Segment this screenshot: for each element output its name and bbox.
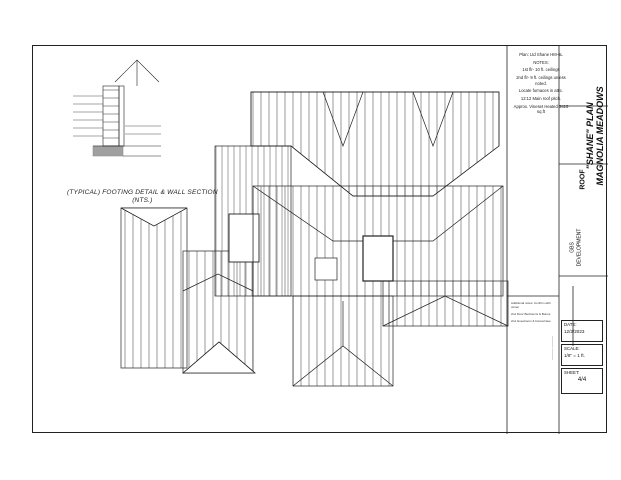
roof-plan [120,91,509,387]
notes-heading: NOTES: [533,59,549,65]
developer-line-2: DEVELOPMENT [576,228,582,267]
small-note-3: 2nd Guestroom & bonus/cave [511,318,551,323]
roof-plan-drawing [73,46,608,434]
drawing-sheet: Plan: Ltd Shane HM-6L NOTES: 1st flr- 10… [32,45,608,434]
detail-caption: (TYPICAL) FOOTING DETAIL & WALL SECTION … [67,189,218,204]
project-title: "SHANE" PLAN MAGNOLIA MEADOWS [585,81,606,191]
sheet-box: SHEET: 4/4 [561,368,603,394]
heated-area-note: Approx. Vineset Heated 3415 sq.ft [513,103,569,115]
sheet-title: ROOF [579,169,587,190]
small-note-1: Additional notes: Confirm with owner [511,301,551,309]
scale-value: 1/8" = 1 ft. [564,353,585,358]
sheet-value: 4/4 [577,377,587,383]
furnace-note: Locate furnaces in attic. [518,88,564,94]
title-block-frame [506,46,608,434]
developer-label: GBS DEVELOPMENT [570,218,583,278]
subdivision-name: MAGNOLIA MEADOWS [595,86,605,186]
plan-reference: Plan: Ltd Shane HM-6L [519,52,563,57]
ceiling-note-2: 2nd flr- 9 ft. ceilings unless noted. [516,75,566,86]
general-notes: Plan: Ltd Shane HM-6L NOTES: 1st flr- 10… [511,52,571,117]
small-note-2: 2nd Floor Bedrooms & Bonus [511,311,551,316]
date-box: DATE: 12/2/2023 [561,320,603,342]
wall-section-detail [73,59,161,157]
detail-caption-title: (TYPICAL) FOOTING DETAIL & WALL SECTION [67,189,218,196]
sheet-label: SHEET: [564,370,580,375]
roof-pitch-note: 12:12 Main roof pitch. [520,96,562,102]
scale-label: SCALE: [564,346,580,351]
ceiling-note-1: 1st flr- 10 ft. ceilings [522,67,560,73]
date-label: DATE: [564,322,577,327]
designer-stamp: _______ _______ [549,335,554,361]
small-notes: Additional notes: Confirm with owner 2nd… [511,301,557,327]
scale-box: SCALE: 1/8" = 1 ft. [561,344,603,366]
detail-caption-scale: (NTS.) [132,197,153,204]
date-value: 12/2/2023 [564,329,585,334]
